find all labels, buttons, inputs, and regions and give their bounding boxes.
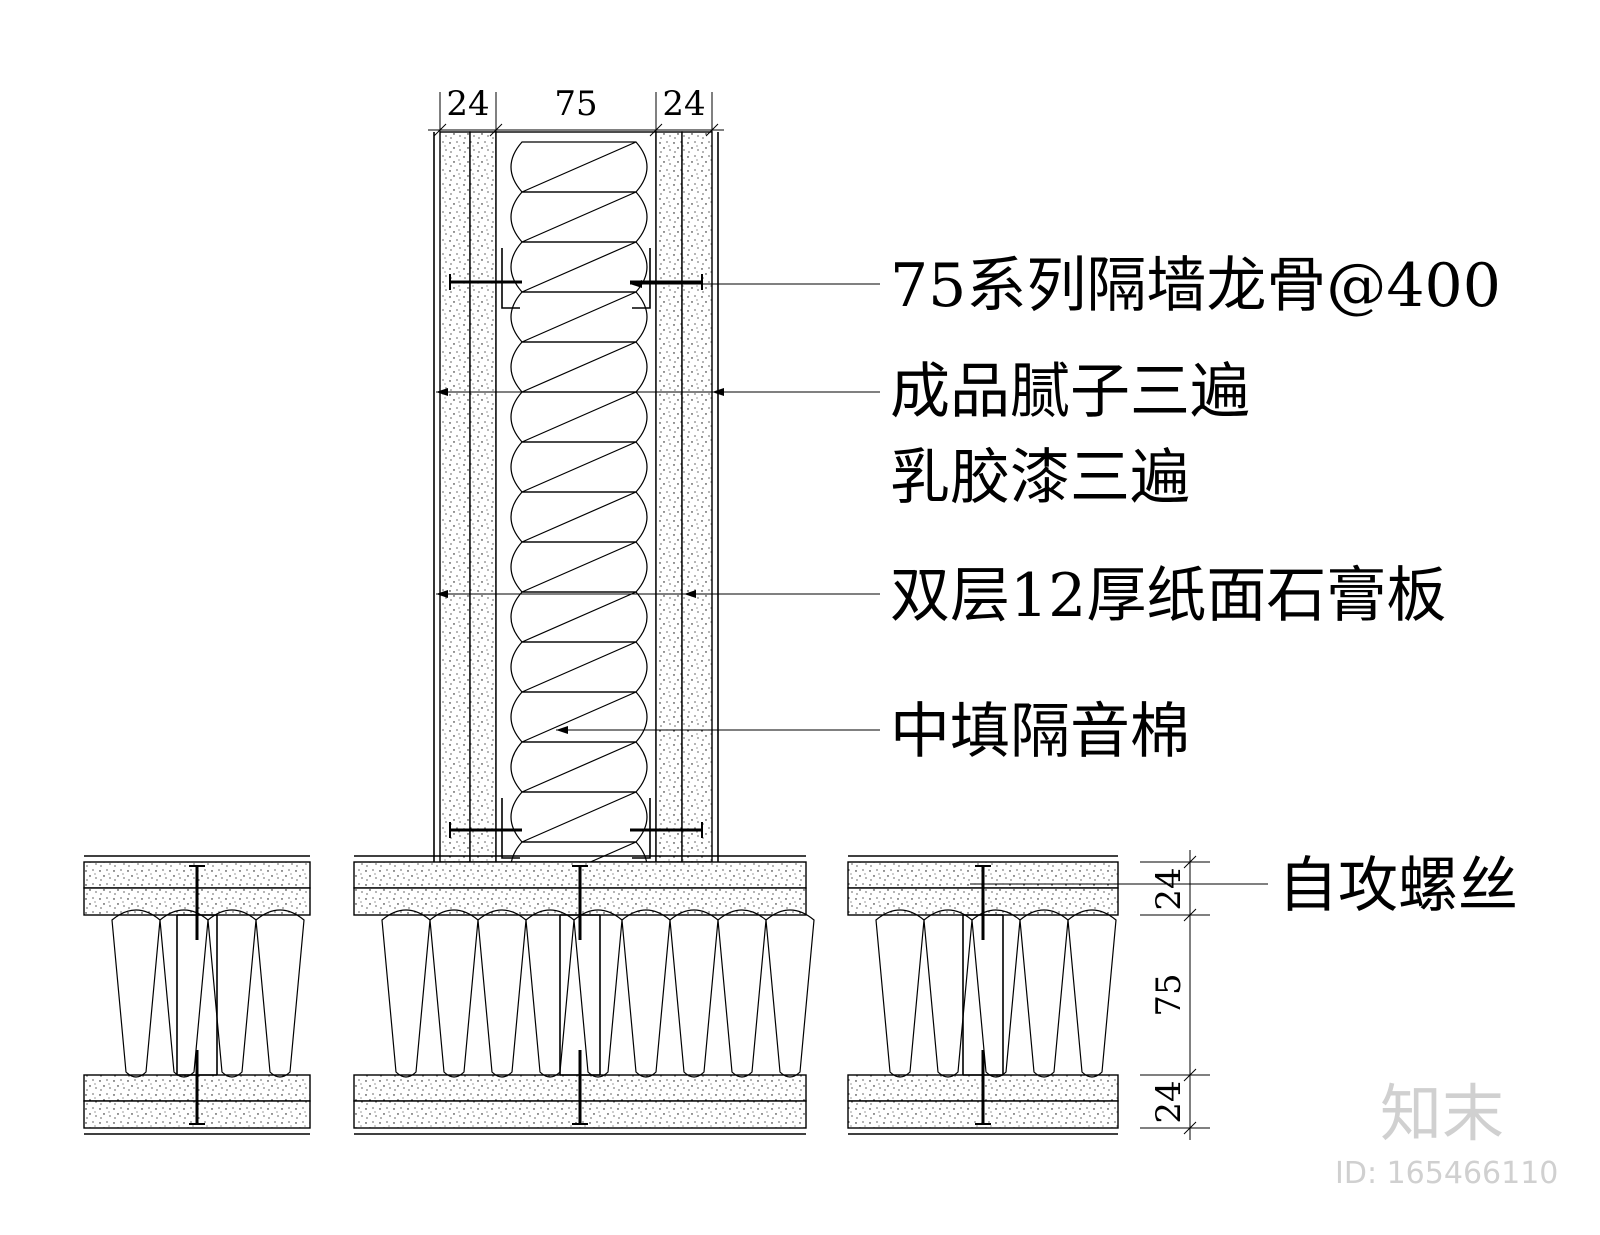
label-gypsum: 双层12厚纸面石膏板	[890, 561, 1446, 631]
stud-channel-lower	[501, 798, 651, 859]
stud-channel-upper	[501, 248, 651, 309]
screw-icon	[189, 865, 205, 1125]
label-putty: 成品腻子三遍	[890, 357, 1250, 427]
label-screw: 自攻螺丝	[1278, 851, 1518, 921]
left-inner-gypsum-board	[469, 131, 497, 863]
screw-icon	[572, 865, 588, 1125]
stud-channel	[962, 914, 1004, 1076]
section-panel-2	[353, 855, 815, 1135]
right-inner-gypsum-board	[655, 131, 683, 863]
insulation-cavity	[495, 131, 657, 863]
dim-top-left: 24	[446, 84, 489, 124]
insulation-coils	[111, 909, 305, 1078]
side-dimension: 24 75 24	[1140, 850, 1210, 1140]
insulation-coils	[381, 909, 815, 1078]
dim-top-right: 24	[662, 84, 705, 124]
label-paint: 乳胶漆三遍	[890, 443, 1190, 513]
screw-icon	[449, 274, 703, 838]
horizontal-wall-sections	[83, 855, 1119, 1135]
vertical-wall	[433, 131, 719, 893]
label-insulation: 中填隔音棉	[890, 697, 1190, 767]
stud-channel	[176, 914, 218, 1076]
section-panel-3	[847, 855, 1119, 1135]
dim-side-bottom: 24	[1149, 1080, 1189, 1123]
watermark-id: ID: 165466110	[1335, 1156, 1558, 1191]
watermark-logo: 知末	[1380, 1077, 1504, 1150]
dim-top-mid: 75	[554, 84, 597, 124]
insulation-coils	[875, 909, 1117, 1078]
dim-side-top: 24	[1149, 867, 1189, 910]
top-dimension: 24 75 24	[428, 84, 724, 138]
section-panel-1	[83, 855, 311, 1135]
dim-side-mid: 75	[1149, 973, 1189, 1016]
label-stud: 75系列隔墙龙骨@400	[890, 251, 1501, 321]
stud-channel	[559, 914, 601, 1076]
screw-icon	[975, 865, 991, 1125]
leader-lines	[436, 280, 1268, 885]
right-outer-gypsum-board	[681, 131, 713, 863]
left-outer-gypsum-board	[439, 131, 471, 863]
